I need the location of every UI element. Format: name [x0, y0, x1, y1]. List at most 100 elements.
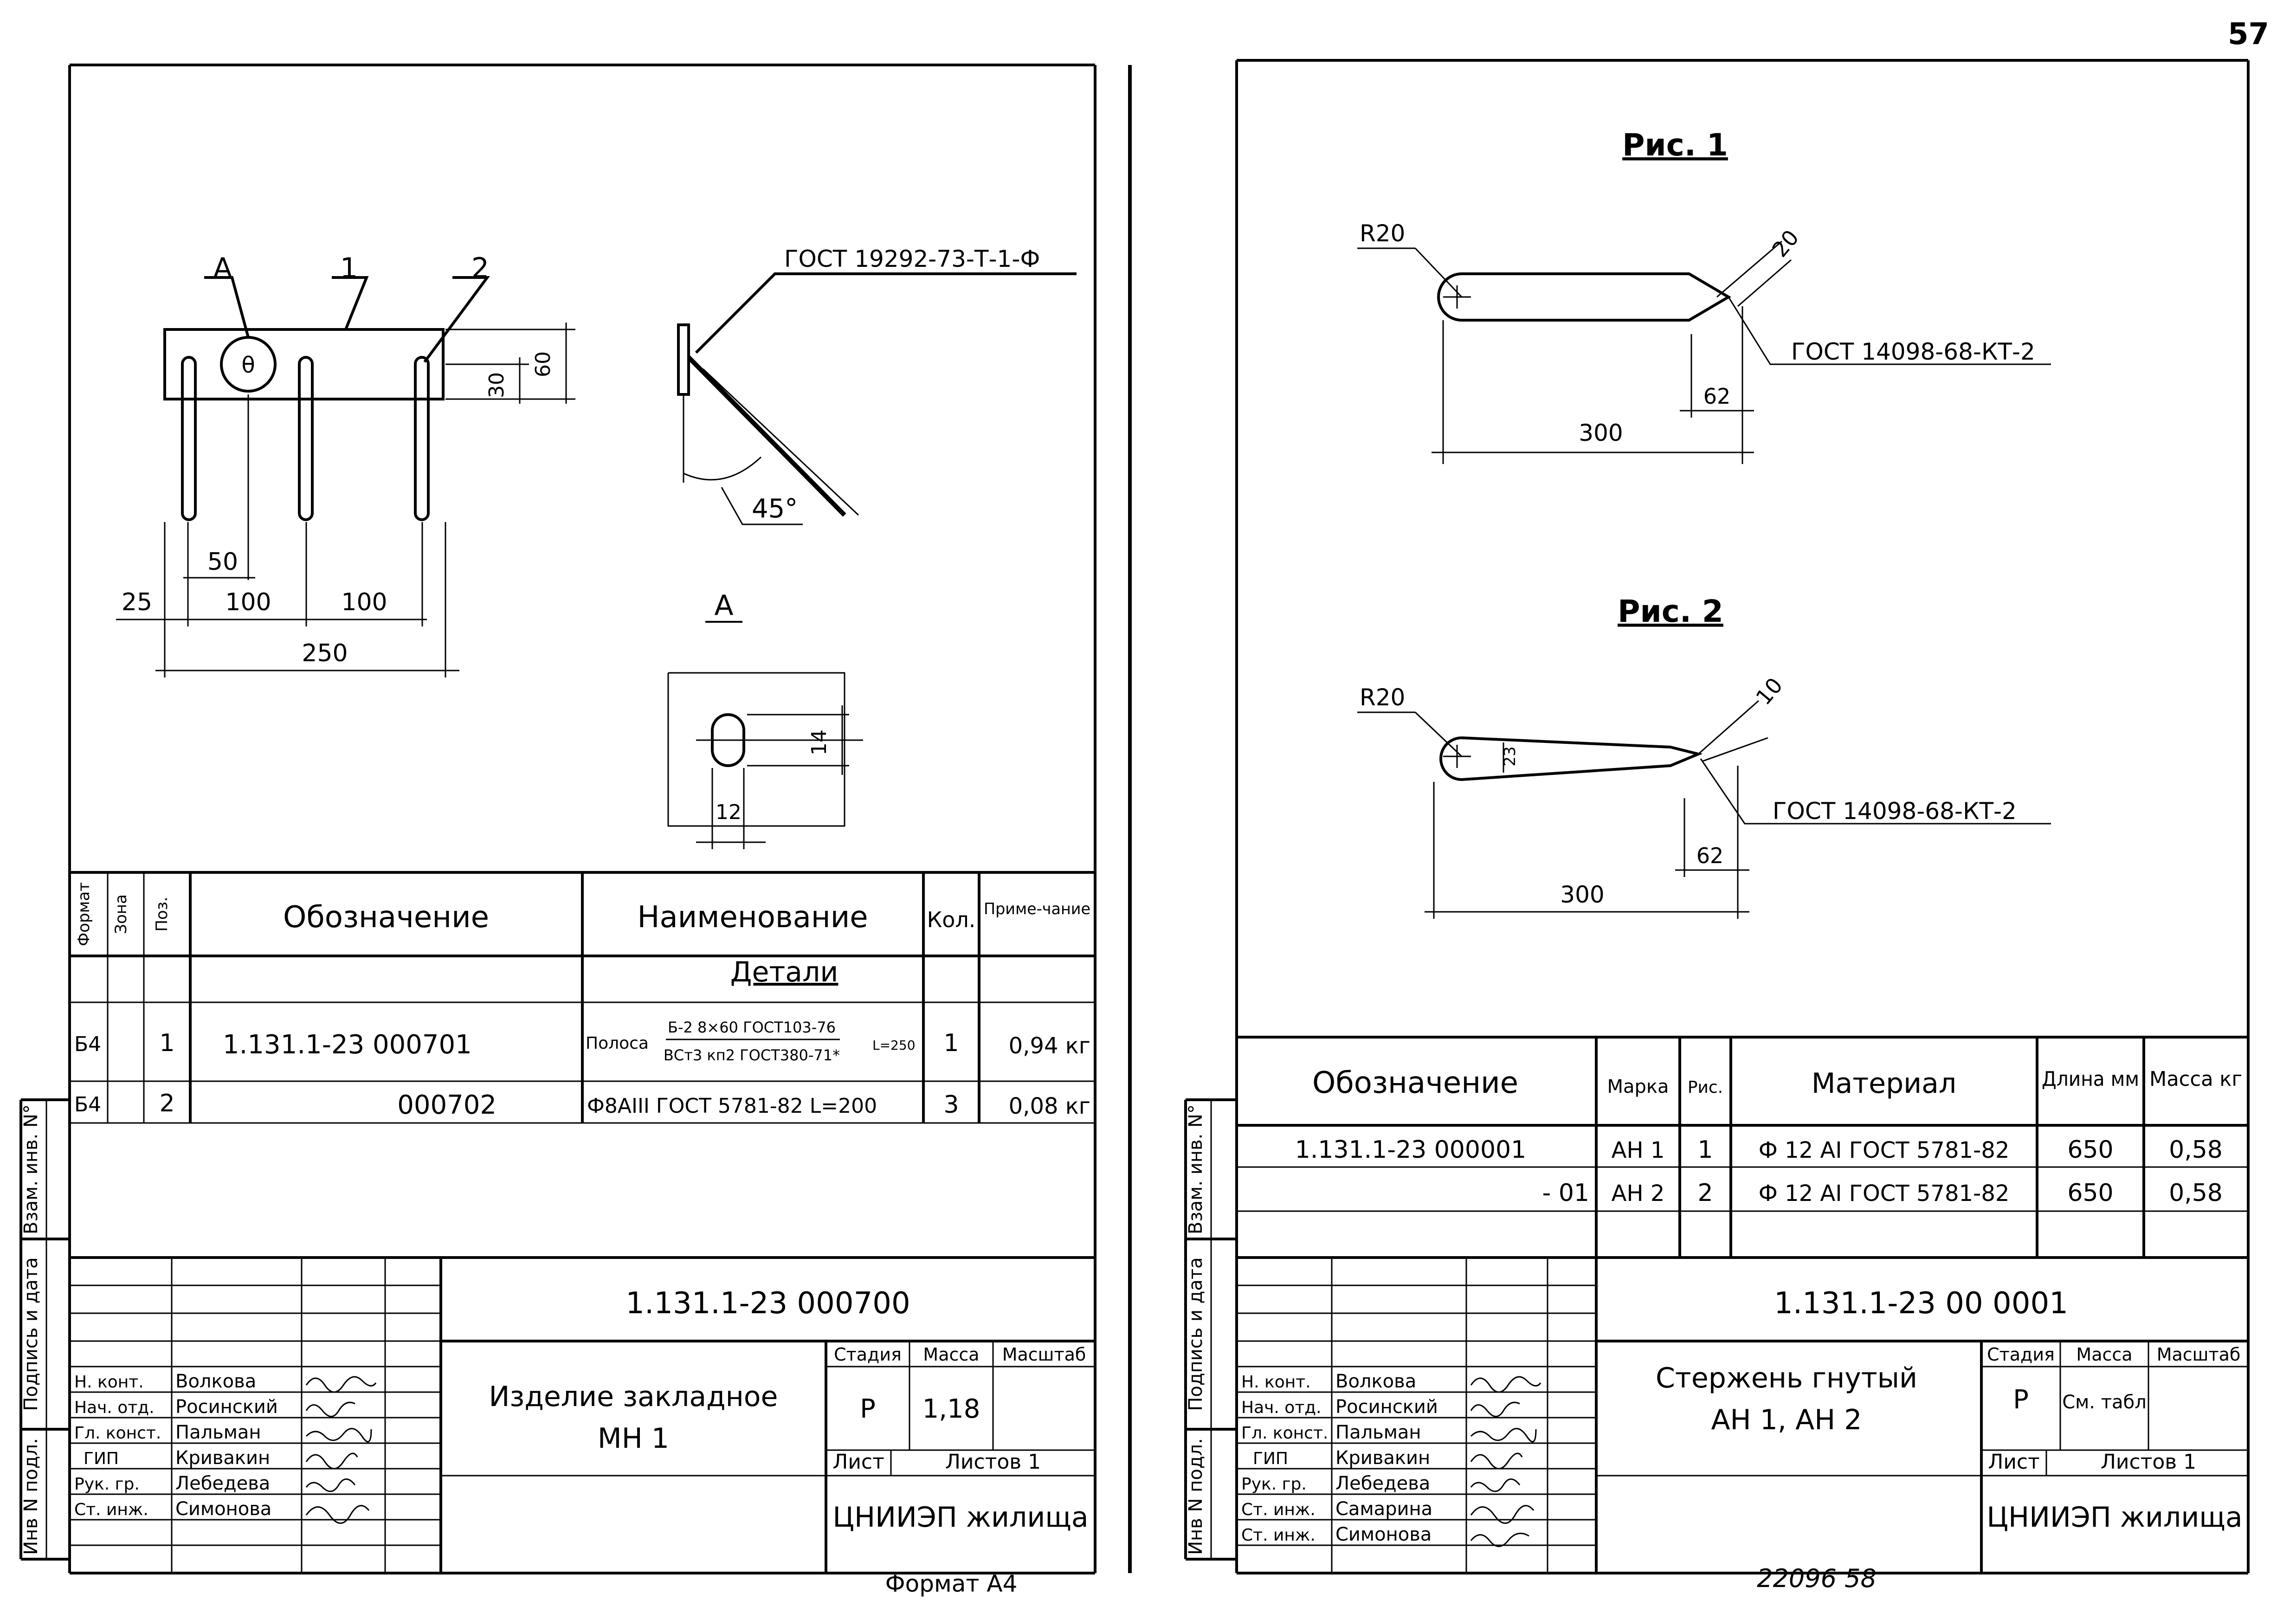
fig1-dim-300: 300: [1579, 419, 1623, 446]
left-scale-label: Масштаб: [1002, 1344, 1086, 1365]
row1-name-top: Б-2 8×60 ГОСТ103-76: [668, 1019, 836, 1036]
weld-reference: ГОСТ 19292-73-Т-1-Ф: [784, 245, 1040, 272]
right-side-vzam: Взам. инв. N°: [1185, 1104, 1206, 1234]
callout-a: А: [213, 252, 232, 284]
row2-qty: 3: [943, 1091, 959, 1119]
left-role-6: Ст. инж.: [74, 1500, 148, 1519]
right-scale-label: Масштаб: [2157, 1344, 2241, 1365]
fig2-gost: ГОСТ 14098-68-КТ-2: [1773, 798, 2017, 825]
col-header-qty: Кол.: [927, 907, 976, 932]
callout-pos-2: 2: [471, 252, 489, 284]
r-col-designation: Обозначение: [1312, 1066, 1518, 1100]
left-role-2: Нач. отд.: [74, 1398, 155, 1417]
left-name-5: Лебедева: [175, 1473, 270, 1494]
dim-100-b: 100: [341, 588, 387, 616]
r-row2-designation: - 01: [1542, 1179, 1589, 1207]
row2-designation: 000702: [397, 1090, 497, 1120]
left-plate-drawing: θ: [116, 276, 575, 677]
bottom-note: 22096 58: [1757, 1564, 1877, 1593]
left-spec-table-grid: [70, 871, 1095, 1124]
page-number: 57: [2228, 17, 2269, 52]
r-row2-material: Ф 12 АI ГОСТ 5781-82: [1759, 1181, 2010, 1206]
row1-note: 0,94 кг: [1009, 1033, 1090, 1059]
right-role-5: Рук. гр.: [1241, 1475, 1307, 1494]
r-row1-fig: 1: [1697, 1136, 1713, 1164]
r-row1-length: 650: [2067, 1136, 2113, 1164]
row2-name: Ф8АIII ГОСТ 5781-82 L=200: [587, 1094, 877, 1118]
r-row2-mass: 0,58: [2169, 1179, 2223, 1207]
svg-text:θ: θ: [241, 352, 255, 378]
left-stage: Р: [860, 1394, 876, 1424]
r-col-mass: Масса кг: [2149, 1067, 2242, 1091]
right-side-sign: Подпись и дата: [1185, 1257, 1206, 1411]
left-doc-number: 1.131.1-23 000700: [626, 1286, 910, 1321]
right-name-6: Самарина: [1335, 1498, 1432, 1520]
left-role-5: Рук. гр.: [74, 1475, 140, 1494]
r-row2-fig: 2: [1697, 1179, 1713, 1207]
right-mass-label: Масса: [2076, 1344, 2132, 1365]
left-title-block-grid: [70, 1256, 1095, 1574]
right-name-3: Пальман: [1335, 1422, 1421, 1443]
right-role-1: Н. конт.: [1241, 1373, 1311, 1392]
left-name-1: Волкова: [175, 1371, 256, 1392]
dim-14: 14: [807, 729, 831, 755]
right-name-5: Лебедева: [1335, 1473, 1430, 1494]
callout-pos-1: 1: [340, 252, 358, 284]
fig1-title: Рис. 1: [1622, 127, 1728, 163]
right-name-1: Волкова: [1335, 1371, 1416, 1392]
right-side-inv: Инв N подл.: [1185, 1438, 1206, 1555]
right-subtitle: АН 1, АН 2: [1711, 1404, 1862, 1436]
row1-pos: 1: [159, 1029, 174, 1057]
left-sheets-label: Листов 1: [945, 1450, 1041, 1474]
right-title: Стержень гнутый: [1656, 1362, 1917, 1394]
format-note: Формат А4: [885, 1570, 1018, 1597]
r-row2-mark: АН 2: [1612, 1181, 1665, 1206]
dim-60: 60: [531, 351, 555, 377]
col-header-designation: Обозначение: [283, 900, 489, 935]
row1-name-suffix: L=250: [872, 1038, 916, 1053]
right-sheet: [1184, 59, 2250, 1573]
left-subtitle: МН 1: [598, 1422, 669, 1455]
r-row1-designation: 1.131.1-23 000001: [1295, 1136, 1526, 1164]
dim-30: 30: [485, 372, 509, 398]
row1-format: Б4: [74, 1032, 101, 1056]
fig1-gost: ГОСТ 14098-68-КТ-2: [1791, 338, 2035, 365]
right-sheets-label: Листов 1: [2101, 1450, 2196, 1474]
right-role-6: Ст. инж.: [1241, 1500, 1316, 1519]
left-role-1: Н. конт.: [74, 1373, 144, 1392]
right-organization: ЦНИИЭП жилища: [1986, 1501, 2242, 1534]
right-name-4: Кривакин: [1335, 1447, 1430, 1469]
right-signatures: [1470, 1376, 1541, 1547]
col-header-pos: Поз.: [153, 897, 171, 931]
left-sheet: [19, 64, 1132, 1573]
left-title-block: 1.131.1-23 000700 Изделие закладное МН 1…: [74, 1286, 1089, 1534]
view-a-detail: [667, 621, 863, 849]
right-table-grid: [1237, 1036, 2248, 1258]
left-mass: 1,18: [922, 1394, 980, 1424]
right-sheet-label: Лист: [1988, 1450, 2040, 1474]
left-name-2: Росинский: [175, 1396, 278, 1418]
left-signatures: [305, 1376, 377, 1524]
fig1-drawing: [1357, 240, 2051, 464]
right-role-4: ГИП: [1253, 1449, 1288, 1468]
col-header-zone: Зона: [112, 894, 130, 934]
left-side-sign: Подпись и дата: [20, 1257, 42, 1411]
left-side-view: [677, 272, 1077, 525]
row1-designation: 1.131.1-23 000701: [223, 1030, 472, 1060]
right-doc-number: 1.131.1-23 00 0001: [1774, 1286, 2068, 1321]
r-row1-mass: 0,58: [2169, 1136, 2223, 1164]
left-role-4: ГИП: [84, 1449, 119, 1468]
dim-25: 25: [122, 588, 152, 616]
left-spec-table: Формат Зона Поз. Обозначение Наименовани…: [74, 882, 1090, 1120]
dim-50: 50: [207, 548, 238, 576]
fig2-dim-23: 23: [1501, 746, 1519, 766]
left-name-4: Кривакин: [175, 1447, 270, 1469]
row1-qty: 1: [943, 1029, 959, 1057]
fig2-title: Рис. 2: [1618, 594, 1723, 629]
right-name-7: Симонова: [1335, 1524, 1432, 1545]
row2-format: Б4: [74, 1093, 101, 1116]
section-details: Детали: [730, 956, 838, 988]
right-name-2: Росинский: [1335, 1396, 1438, 1418]
r-col-mark: Марка: [1607, 1076, 1669, 1097]
